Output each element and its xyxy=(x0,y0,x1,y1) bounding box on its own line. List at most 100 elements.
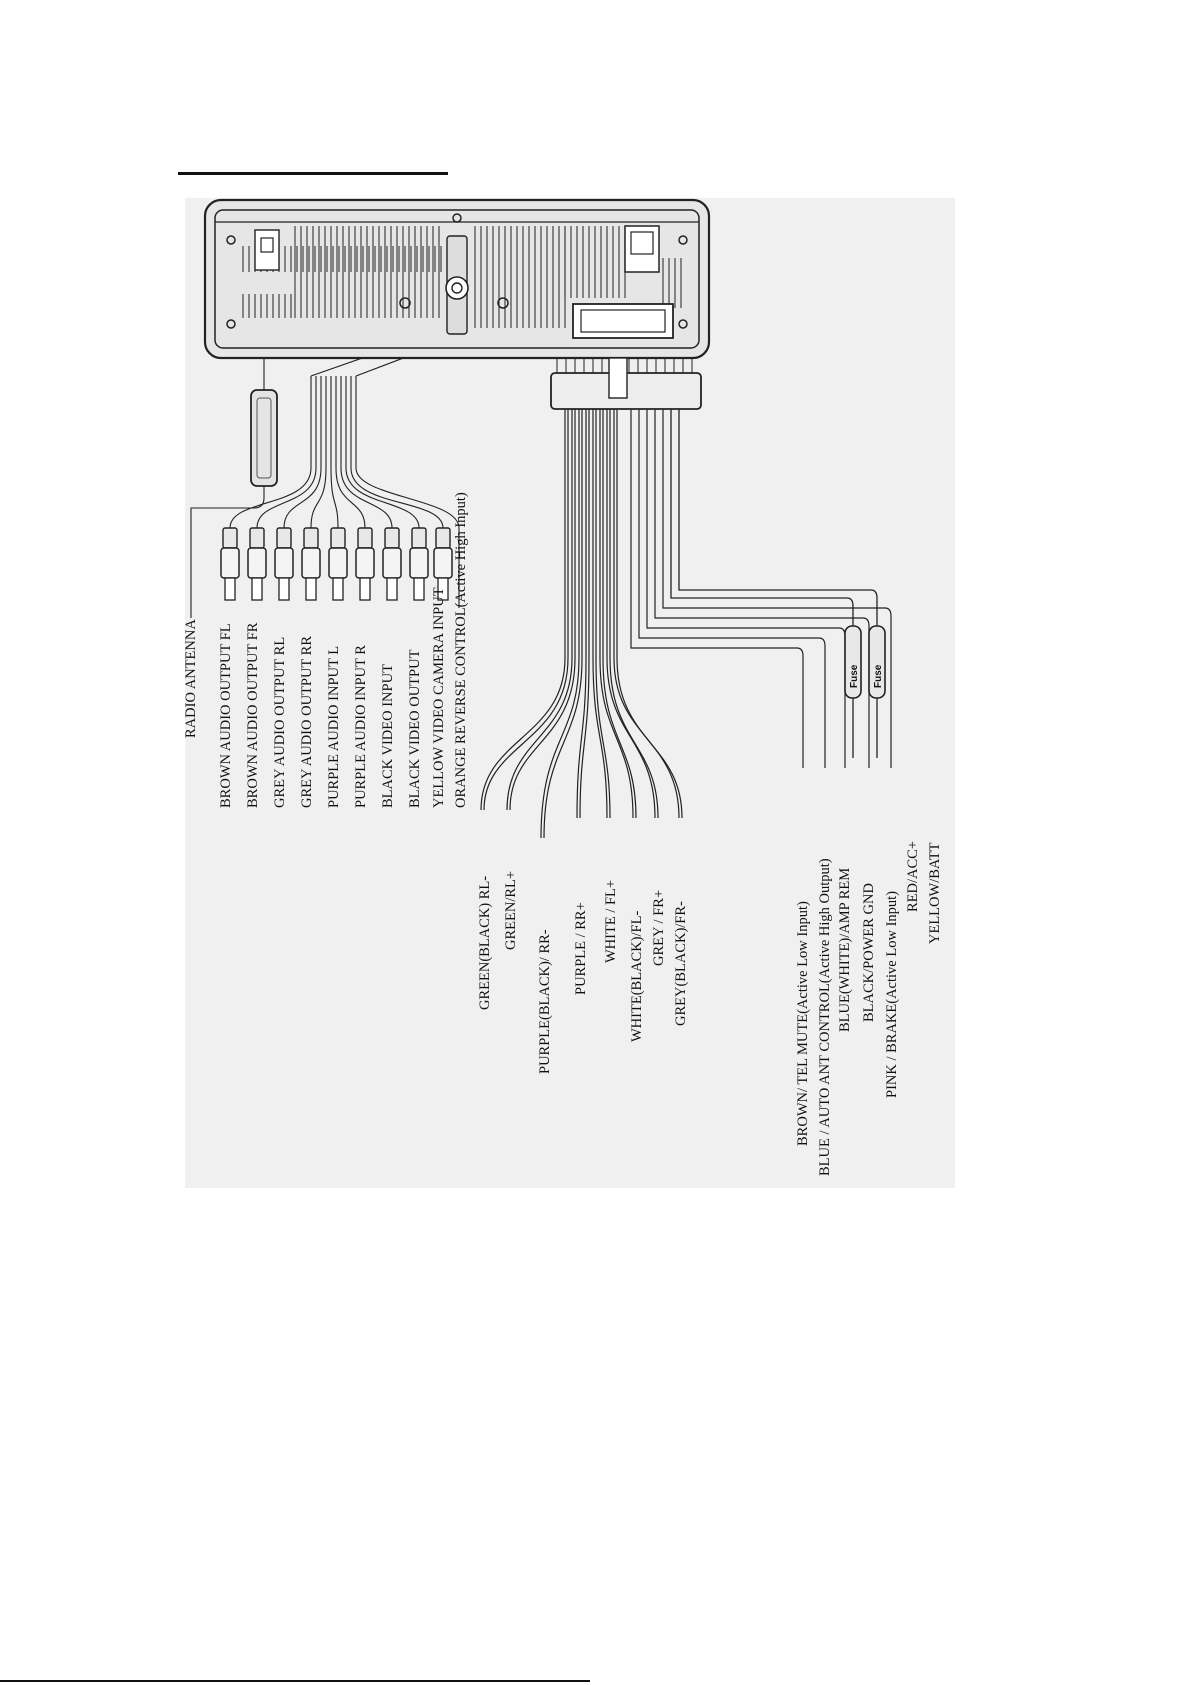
fuse-label: Fuse xyxy=(849,664,860,688)
label-white-fl-plus: WHITE / FL+ xyxy=(603,880,619,963)
label-audio-input-r: PURPLE AUDIO INPUT R xyxy=(353,645,369,808)
label-acc: RED/ACC+ xyxy=(905,841,921,912)
power-wire xyxy=(646,409,846,768)
label-auto-ant-control: BLUE / AUTO ANT CONTROL(Active High Outp… xyxy=(817,858,833,1176)
rca-plug-collar xyxy=(435,527,451,549)
speaker-wire xyxy=(609,409,659,819)
antenna-plug xyxy=(250,389,278,487)
fused-power-wire xyxy=(678,409,878,626)
rca-plug-tip xyxy=(305,577,317,601)
label-radio-antenna: RADIO ANTENNA xyxy=(185,619,199,738)
rca-plug-collar xyxy=(276,527,292,549)
rca-plug-body xyxy=(355,547,375,579)
wiring-diagram: Fuse Fuse RADIO ANTENNA BROWN AUDIO OUTP… xyxy=(185,198,943,1176)
speaker-wire xyxy=(576,409,587,819)
power-wire xyxy=(638,409,826,768)
rca-plug-body xyxy=(301,547,321,579)
rca-wire xyxy=(350,376,444,529)
speaker-wire xyxy=(540,409,580,839)
head-unit-rear xyxy=(203,198,711,360)
rca-plug-tip xyxy=(251,577,263,601)
antenna-cable xyxy=(190,486,265,618)
rca-wire xyxy=(330,376,339,529)
speaker-wire xyxy=(606,409,656,819)
fused-power-wire xyxy=(670,409,854,626)
speaker-wire xyxy=(543,409,583,839)
fuse-label: Fuse xyxy=(873,664,884,688)
rca-plug xyxy=(382,527,402,601)
label-audio-output-fl: BROWN AUDIO OUTPUT FL xyxy=(218,623,234,808)
rca-wire xyxy=(256,376,317,529)
rca-plug-collar xyxy=(357,527,373,549)
rca-plug-body xyxy=(409,547,429,579)
speaker-wire xyxy=(483,409,569,811)
rca-wire xyxy=(310,376,327,529)
wiring-diagram-panel: Fuse Fuse RADIO ANTENNA BROWN AUDIO OUTP… xyxy=(185,198,955,1188)
rca-plug xyxy=(409,527,429,601)
rca-plug-collar xyxy=(222,527,238,549)
label-audio-output-rl: GREY AUDIO OUTPUT RL xyxy=(272,637,288,808)
speaker-wire xyxy=(602,409,637,819)
power-wire xyxy=(662,409,892,768)
rca-plug xyxy=(433,527,453,601)
rca-wire xyxy=(335,376,366,529)
speaker-wire xyxy=(599,409,634,819)
rca-plug-tip xyxy=(224,577,236,601)
label-grey-fr-plus: GREY / FR+ xyxy=(651,890,667,966)
fuse-holder-batt: Fuse xyxy=(868,625,886,699)
rca-plug-body xyxy=(274,547,294,579)
rca-plug-tip xyxy=(413,577,425,601)
rca-wire xyxy=(340,376,393,529)
rca-plug-collar xyxy=(411,527,427,549)
rca-plug-tip xyxy=(332,577,344,601)
rca-plug xyxy=(301,527,321,601)
label-audio-output-fr: BROWN AUDIO OUTPUT FR xyxy=(245,622,261,808)
label-grey-black-fr-minus: GREY(BLACK)/FR- xyxy=(673,901,689,1026)
label-purple-rr-plus: PURPLE / RR+ xyxy=(573,902,589,995)
label-reverse-control: ORANGE REVERSE CONTROL(Active High Input… xyxy=(453,492,469,808)
speaker-wire xyxy=(506,409,573,811)
label-power-gnd: BLACK/POWER GND xyxy=(861,883,877,1022)
fuse-holder-acc: Fuse xyxy=(844,625,862,699)
speaker-wire xyxy=(579,409,590,819)
label-white-black-fl-minus: WHITE(BLACK)/FL- xyxy=(629,911,645,1042)
label-purple-black-rr-minus: PURPLE(BLACK)/ RR- xyxy=(537,929,553,1074)
harness-connector-block xyxy=(550,357,702,410)
rca-plugs xyxy=(220,527,453,601)
label-video-output: BLACK VIDEO OUTPUT xyxy=(407,649,423,808)
speaker-wire xyxy=(509,409,576,811)
label-camera-input: YELLOW VIDEO CAMERA INPUT xyxy=(431,587,447,808)
label-amp-rem: BLUE(WHITE)/AMP REM xyxy=(837,868,853,1032)
label-audio-input-l: PURPLE AUDIO INPUT L xyxy=(326,646,342,808)
rca-plug xyxy=(274,527,294,601)
rca-plug xyxy=(220,527,240,601)
label-batt: YELLOW/BATT xyxy=(927,842,943,944)
rca-plug xyxy=(355,527,375,601)
rca-plug-tip xyxy=(386,577,398,601)
power-wire xyxy=(630,409,804,768)
rca-plug-body xyxy=(433,547,453,579)
rca-plug-collar xyxy=(249,527,265,549)
speaker-wire xyxy=(592,409,608,819)
rca-plug-tip xyxy=(278,577,290,601)
heatsink-fins xyxy=(242,226,682,328)
label-green-rl-plus: GREEN/RL+ xyxy=(503,871,519,950)
rca-plug-body xyxy=(328,547,348,579)
speaker-wire xyxy=(595,409,611,819)
label-green-black-rl-minus: GREEN(BLACK) RL- xyxy=(477,876,493,1010)
speaker-wire xyxy=(616,409,683,819)
rca-plug-collar xyxy=(384,527,400,549)
rca-plug-collar xyxy=(330,527,346,549)
rca-plug-body xyxy=(247,547,267,579)
speaker-wire xyxy=(480,409,566,811)
rca-wire xyxy=(229,376,312,529)
reverse-control-wire xyxy=(355,376,460,608)
rca-wire xyxy=(345,376,420,529)
label-brake: PINK / BRAKE(Active Low Input) xyxy=(884,891,900,1098)
footer-rule xyxy=(0,1680,590,1682)
rca-plug-tip xyxy=(359,577,371,601)
rca-plug xyxy=(328,527,348,601)
rca-plug-body xyxy=(382,547,402,579)
label-audio-output-rr: GREY AUDIO OUTPUT RR xyxy=(299,636,315,808)
rca-plug-body xyxy=(220,547,240,579)
